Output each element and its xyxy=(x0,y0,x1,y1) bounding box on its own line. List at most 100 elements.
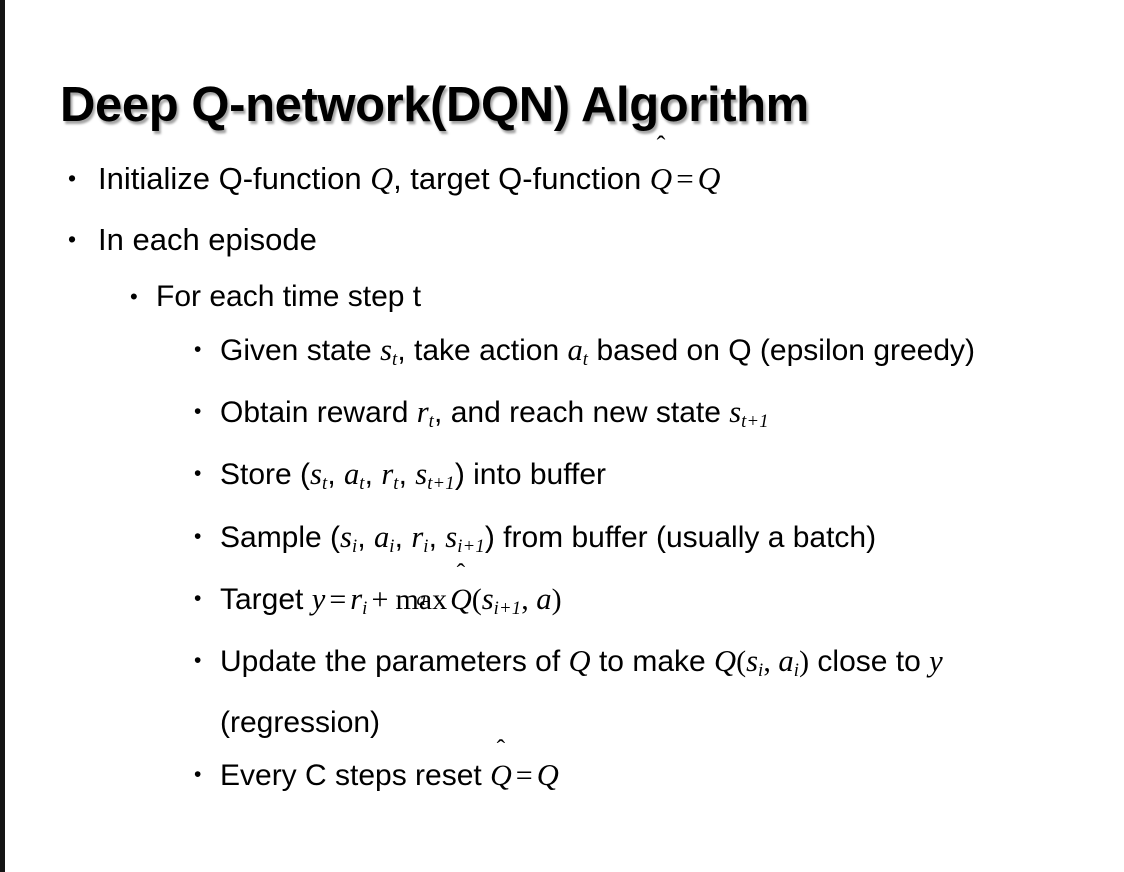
math-q-target: Q xyxy=(697,161,721,196)
math-s-next: s xyxy=(445,519,458,554)
math-q: Q xyxy=(568,644,591,679)
bullet-reset-target-network: • Every C steps reset ̂Q=Q xyxy=(0,749,1124,802)
bullet-given-state-text: Given state st, take action at based on … xyxy=(220,324,1096,386)
math-s-next: s xyxy=(415,457,428,492)
math-max-label: max xyxy=(395,582,448,616)
text-comma-3: , xyxy=(428,520,446,554)
text-target-p1: Target xyxy=(220,582,312,616)
math-r-subscript: t xyxy=(428,411,435,433)
bullet-initialize-text: Initialize Q-function Q, target Q-functi… xyxy=(98,148,1124,209)
bullet-marker: • xyxy=(194,462,202,486)
math-s-subscript: t xyxy=(391,349,398,371)
math-r-subscript: t xyxy=(393,473,399,495)
bullet-obtain-reward: • Obtain reward rt, and reach new state … xyxy=(0,386,1124,448)
math-s: s xyxy=(310,457,322,492)
math-r: r xyxy=(381,457,394,492)
bullet-store-tuple-text: Store (st, at, rt, st+1) into buffer xyxy=(220,448,1096,510)
math-y: y xyxy=(929,644,943,679)
math-r-subscript: i xyxy=(423,535,429,557)
math-s-next: s xyxy=(729,395,742,430)
text-comma-1: , xyxy=(357,520,374,554)
math-q-hat-base: Q xyxy=(649,161,673,196)
bullet-marker: • xyxy=(130,284,138,309)
bullet-for-each-time-step: • For each time step t xyxy=(0,270,1124,324)
math-s: s xyxy=(746,644,759,679)
math-y: y xyxy=(311,581,326,616)
bullet-store-tuple: • Store (st, at, rt, st+1) into buffer xyxy=(0,448,1124,510)
math-s: s xyxy=(380,333,392,367)
bullet-sample-tuple-text: Sample (si, ai, ri, si+1) from buffer (u… xyxy=(220,511,1096,573)
math-s-next-subscript: t+1 xyxy=(427,473,455,495)
math-paren-close: ) xyxy=(799,645,810,679)
bullet-sample-tuple: • Sample (si, ai, ri, si+1) from buffer … xyxy=(0,511,1124,573)
bullet-update-parameters-text: Update the parameters of Q to make Q(si,… xyxy=(220,635,1096,749)
bullet-marker: • xyxy=(194,338,202,361)
bullet-marker: • xyxy=(194,586,202,610)
text-sample-p2: ) from buffer (usually a batch) xyxy=(484,520,877,554)
math-equals: = xyxy=(329,582,347,616)
text-initialize-prefix: Initialize Q-function xyxy=(98,161,371,196)
math-q-hat-base: Q xyxy=(490,759,512,793)
text-obtain-reward-p2: , and reach new state xyxy=(434,396,730,430)
math-comma: , xyxy=(521,582,537,616)
math-q-eval: Q xyxy=(714,644,737,679)
bullet-marker: • xyxy=(68,165,77,191)
bullet-marker: • xyxy=(194,763,202,787)
math-equals: = xyxy=(515,759,533,793)
bullet-for-each-time-step-text: For each time step t xyxy=(156,280,422,313)
math-a-subscript: t xyxy=(359,473,365,495)
text-comma-2: , xyxy=(364,458,382,492)
math-s-subscript: t xyxy=(321,473,328,495)
text-update-p3: close to xyxy=(809,645,930,679)
math-paren-open: ( xyxy=(471,582,482,616)
text-store-p2: ) into buffer xyxy=(454,458,607,492)
math-s-subscript: i xyxy=(758,660,764,682)
math-a-subscript: t xyxy=(582,349,589,371)
text-update-p2: to make xyxy=(590,645,715,679)
text-reset-p1: Every C steps reset xyxy=(220,759,491,793)
math-a: a xyxy=(343,457,360,492)
bullet-list: • Initialize Q-function Q, target Q-func… xyxy=(0,148,1124,802)
math-s: s xyxy=(340,519,352,554)
math-plus: + xyxy=(371,582,389,616)
left-edge-band xyxy=(0,0,5,872)
math-q: Q xyxy=(370,161,394,196)
text-comma-1: , xyxy=(327,458,344,492)
text-comma-2: , xyxy=(394,520,412,554)
bullet-marker: • xyxy=(194,524,202,548)
text-sample-p1: Sample ( xyxy=(220,520,341,554)
bullet-marker: • xyxy=(68,226,77,252)
text-update-p1: Update the parameters of xyxy=(220,645,569,679)
math-s-next: s xyxy=(481,581,494,616)
math-q-hat: ̂Q xyxy=(490,750,512,802)
bullet-marker: • xyxy=(194,649,202,673)
bullet-initialize: • Initialize Q-function Q, target Q-func… xyxy=(0,148,1124,209)
bullet-target-equation: • Target y=ri+maxâQ(si+1, a) xyxy=(0,573,1124,635)
math-r: r xyxy=(350,581,363,616)
bullet-in-each-episode: • In each episode xyxy=(0,209,1124,270)
math-s-next-subscript: i+1 xyxy=(457,535,485,557)
bullet-given-state: • Given state st, take action at based o… xyxy=(0,324,1124,386)
text-given-state-p1: Given state xyxy=(220,334,381,367)
math-a: a xyxy=(567,333,583,367)
math-s-next-subscript: t+1 xyxy=(741,411,769,433)
text-store-p1: Store ( xyxy=(220,458,311,492)
text-update-p4: (regression) xyxy=(220,706,381,740)
math-q-hat-base: Q xyxy=(450,582,472,616)
math-a-subscript: i xyxy=(389,535,395,557)
math-r: r xyxy=(411,519,424,554)
bullet-marker: • xyxy=(194,400,202,424)
math-a-subscript: i xyxy=(793,660,800,682)
math-paren-open: ( xyxy=(736,645,747,679)
text-obtain-reward-p1: Obtain reward xyxy=(220,396,417,430)
math-q-hat: ̂Q xyxy=(450,574,472,626)
text-given-state-p3: based on Q (epsilon greedy) xyxy=(588,334,976,367)
math-equals: = xyxy=(676,161,694,196)
math-a: a xyxy=(374,519,390,554)
bullet-in-each-episode-text: In each episode xyxy=(98,222,317,257)
bullet-target-equation-text: Target y=ri+maxâQ(si+1, a) xyxy=(220,573,1096,635)
math-r: r xyxy=(416,395,429,430)
math-q-hat: ̂Q xyxy=(650,148,672,209)
